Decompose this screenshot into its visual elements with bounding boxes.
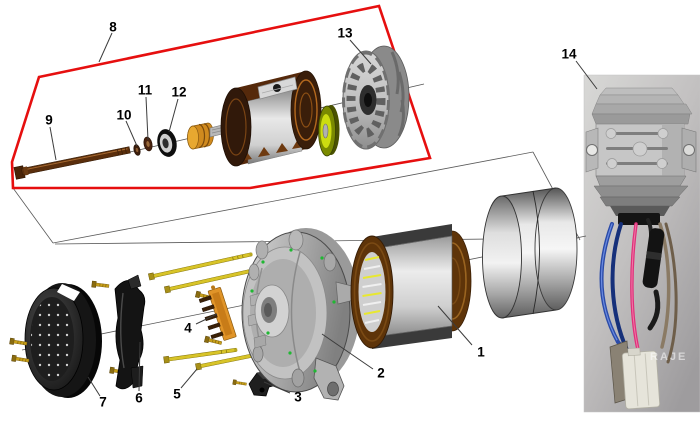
rotor-pulley-ring: [318, 105, 340, 157]
part-label-2: 2: [377, 365, 385, 381]
rotor-cylinder: [482, 187, 578, 319]
photo-watermark: RAJE: [650, 351, 687, 363]
part-label-5: 5: [173, 386, 181, 402]
part-label-12: 12: [171, 84, 187, 100]
leader-lines: [49, 32, 598, 397]
part-label-4: 4: [184, 320, 192, 336]
part-12-bearing: [157, 129, 177, 157]
part-label-6: 6: [135, 390, 143, 406]
part-label-3: 3: [294, 389, 302, 405]
red-highlight-box: [10, 4, 432, 190]
part-7-rear-cover: [24, 283, 102, 398]
regulator-photo: RAJE: [583, 74, 700, 413]
part-2-front-housing: [241, 228, 360, 401]
part-label-14: 14: [561, 46, 577, 62]
part-label-8: 8: [109, 19, 117, 35]
part-label-10: 10: [116, 107, 132, 123]
rotor-core: [220, 70, 322, 167]
part-9-shaft: [13, 146, 131, 180]
part-14-regulator: [585, 87, 697, 225]
part-4-brush-holder: [198, 285, 237, 341]
wire-inline-component: [642, 228, 665, 289]
part-13-fan: [342, 45, 410, 150]
regulator-wires: [599, 218, 678, 372]
part-1-stator: [350, 224, 472, 349]
wire-connector: [609, 340, 661, 410]
part-label-11: 11: [137, 82, 153, 98]
part-11-washer: [143, 136, 153, 152]
part-label-9: 9: [45, 112, 53, 128]
part-10-washer: [133, 144, 141, 156]
slip-ring: [187, 122, 227, 150]
part-label-1: 1: [477, 344, 485, 360]
part-label-13: 13: [337, 25, 353, 41]
part-label-7: 7: [99, 394, 107, 410]
part-6-bracket: [114, 274, 146, 390]
